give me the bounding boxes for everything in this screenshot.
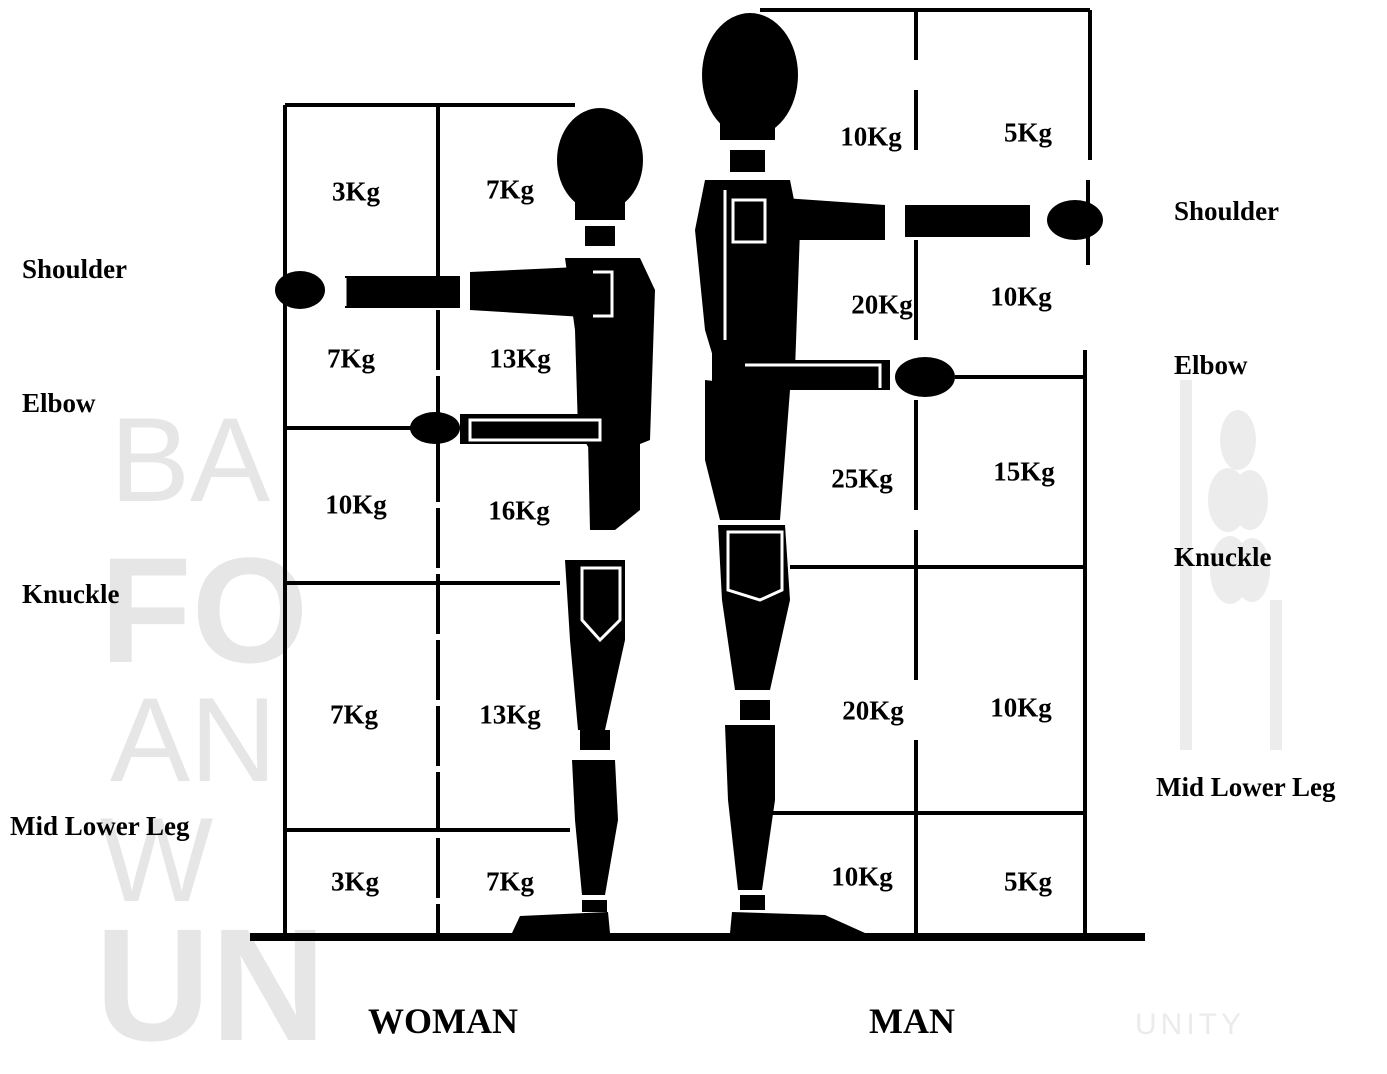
woman-level-mid-lower-leg: Mid Lower Leg [10,813,189,840]
man-cell-value: 5Kg [1004,120,1052,147]
man-level-elbow: Elbow [1174,352,1248,379]
diagram-graphics [0,0,1387,1041]
man-cell-value: 10Kg [990,284,1052,311]
woman-cell-value: 13Kg [489,346,551,373]
woman-figure [275,108,655,933]
woman-cell-value: 3Kg [331,869,379,896]
woman-cell-value: 13Kg [479,702,541,729]
man-level-mid-lower-leg: Mid Lower Leg [1156,774,1335,801]
woman-cell-value: 7Kg [327,346,375,373]
man-cell-value: 15Kg [993,459,1055,486]
woman-level-elbow: Elbow [22,390,96,417]
man-caption: MAN [869,1003,955,1039]
man-cell-value: 25Kg [831,466,893,493]
woman-level-shoulder: Shoulder [22,256,127,283]
man-level-shoulder: Shoulder [1174,198,1279,225]
man-level-knuckle: Knuckle [1174,544,1272,571]
woman-cell-value: 7Kg [486,869,534,896]
floor-line [250,933,1145,941]
man-cell-value: 5Kg [1004,869,1052,896]
woman-caption: WOMAN [368,1003,518,1039]
woman-cell-value: 16Kg [488,498,550,525]
man-cell-value: 10Kg [840,124,902,151]
man-cell-value: 20Kg [851,292,913,319]
lifting-limits-diagram: BA FO AN W UN UNITY [0,0,1387,1041]
man-cell-value: 10Kg [831,864,893,891]
woman-cell-value: 7Kg [486,177,534,204]
man-cell-value: 10Kg [990,695,1052,722]
woman-level-knuckle: Knuckle [22,581,120,608]
woman-cell-value: 10Kg [325,492,387,519]
woman-cell-value: 7Kg [330,702,378,729]
man-cell-value: 20Kg [842,698,904,725]
woman-cell-value: 3Kg [332,179,380,206]
